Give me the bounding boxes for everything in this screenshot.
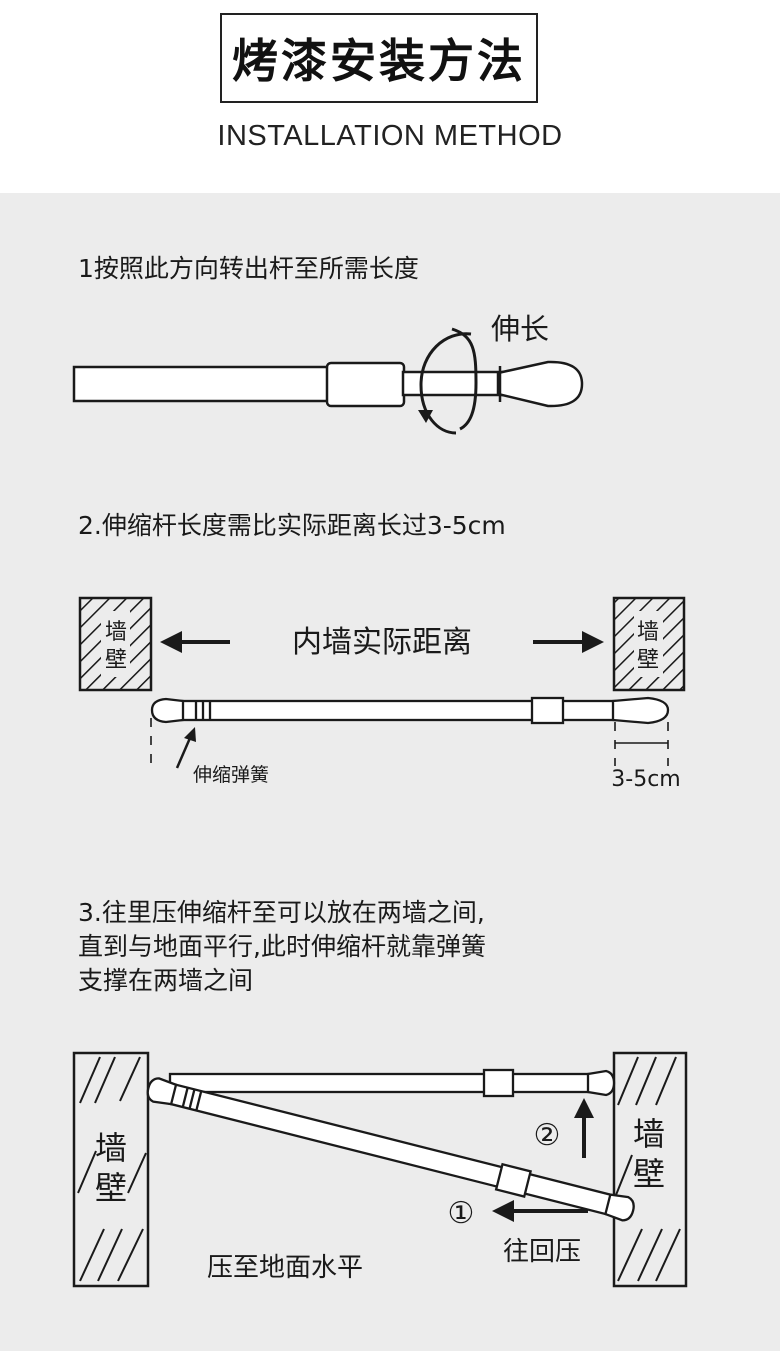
step3-line-3: 支撑在两墙之间	[78, 966, 254, 995]
step2-text: 2.伸缩杆长度需比实际距离长过3-5cm	[78, 511, 506, 540]
step2-diagram: 墙 壁 墙 壁 内墙实际距离	[78, 596, 686, 792]
instructions-panel: 1按照此方向转出杆至所需长度 伸长 2.伸缩杆长度需比实际距离长过3-5cm 墙	[0, 193, 780, 1351]
extra-length-label: 3-5cm	[611, 767, 680, 792]
right-arrow-icon	[533, 631, 604, 653]
marker-2: ②	[534, 1118, 561, 1153]
step3-diagram: 墙 壁 墙 壁	[72, 1051, 688, 1288]
step3-line-1: 3.往里压伸缩杆至可以放在两墙之间,	[78, 898, 485, 927]
right-wall-3: 墙 壁	[612, 1051, 688, 1288]
step1-diagram: 伸长	[72, 312, 584, 435]
press-label: 往回压	[503, 1237, 581, 1267]
press-arrow-icon	[492, 1200, 588, 1222]
left-wall: 墙 壁	[78, 596, 153, 692]
header: 烤漆安装方法 INSTALLATION METHOD	[0, 0, 780, 193]
extend-label: 伸长	[491, 312, 549, 346]
tension-rod	[150, 696, 670, 725]
rod-inner-tube	[401, 370, 509, 397]
left-arrow-icon	[160, 631, 230, 653]
right-wall-3-label-bottom: 壁	[633, 1155, 665, 1193]
left-wall-label-top: 墙	[105, 620, 127, 645]
distance-label: 内墙实际距离	[292, 625, 472, 660]
title-box: 烤漆安装方法	[220, 13, 538, 103]
left-wall-3-label-bottom: 壁	[95, 1169, 127, 1207]
rod-end-cap	[496, 360, 584, 408]
up-arrow-icon	[574, 1098, 594, 1158]
right-wall-label-top: 墙	[637, 620, 659, 645]
tilted-rod	[146, 1077, 635, 1222]
measure-dashes	[150, 718, 669, 768]
left-wall-3: 墙 壁	[72, 1051, 150, 1288]
rod-outer-tube	[72, 365, 330, 403]
spring-label: 伸缩弹簧	[193, 764, 269, 786]
page-subtitle: INSTALLATION METHOD	[217, 120, 563, 152]
right-wall-label-bottom: 壁	[637, 648, 659, 673]
right-wall: 墙 壁	[612, 596, 686, 692]
left-wall-label-bottom: 壁	[105, 648, 127, 673]
marker-1: ①	[448, 1196, 475, 1231]
rod-joint	[325, 361, 406, 408]
step1-text: 1按照此方向转出杆至所需长度	[78, 254, 419, 283]
spring-arrow-icon	[175, 727, 196, 769]
right-wall-3-label-top: 墙	[633, 1115, 665, 1153]
left-wall-3-label-top: 墙	[95, 1129, 127, 1167]
step3-line-2: 直到与地面平行,此时伸缩杆就靠弹簧	[78, 932, 486, 961]
rotation-arrow-icon	[418, 327, 478, 435]
level-label: 压至地面水平	[207, 1253, 363, 1283]
level-rod	[168, 1068, 616, 1098]
page-title: 烤漆安装方法	[232, 34, 526, 88]
